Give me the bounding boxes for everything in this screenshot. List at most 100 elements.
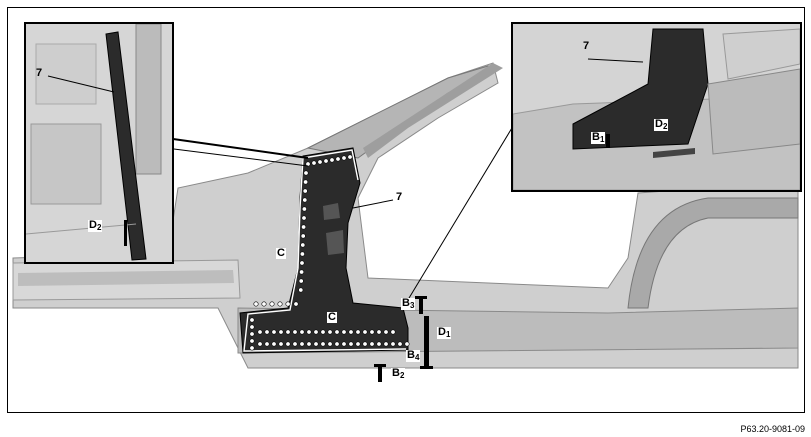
spot-weld-point	[299, 329, 305, 335]
spot-weld-point	[285, 301, 291, 307]
spot-weld-point	[277, 301, 283, 307]
weld-seam-c-upper	[243, 149, 407, 352]
label-d2-left: D2	[88, 219, 103, 232]
spot-weld-point	[300, 242, 306, 248]
label-d1: D1	[437, 326, 452, 339]
spot-weld-point	[305, 161, 311, 167]
front-rail	[18, 270, 234, 286]
vehicle-body-illustration	[12, 62, 799, 382]
spot-weld-point	[299, 269, 305, 275]
spot-weld-point	[348, 341, 354, 347]
spot-weld-point	[313, 341, 319, 347]
d2-bolt-left	[124, 220, 127, 246]
label-part-7-left-inset: 7	[36, 67, 43, 79]
screw-b3	[415, 296, 427, 314]
spot-weld-point	[264, 341, 270, 347]
detail-inset-right	[511, 22, 802, 192]
spot-weld-point	[327, 329, 333, 335]
spot-weld-point	[249, 338, 255, 344]
leader-left-inset-2	[165, 147, 309, 167]
spot-weld-point	[292, 341, 298, 347]
spot-weld-point	[376, 329, 382, 335]
spot-weld-point	[313, 329, 319, 335]
spot-weld-point	[334, 341, 340, 347]
spot-weld-point	[278, 341, 284, 347]
spot-weld-point	[303, 179, 309, 185]
spot-weld-point	[362, 329, 368, 335]
spot-weld-point	[404, 341, 410, 347]
spot-weld-point	[299, 260, 305, 266]
spot-weld-point	[390, 329, 396, 335]
leader-label-7	[352, 199, 394, 209]
spot-weld-point	[278, 329, 284, 335]
bolt-d1	[420, 316, 433, 369]
spot-weld-point	[311, 160, 317, 166]
spot-weld-point	[249, 331, 255, 337]
label-b4: B4	[406, 349, 421, 362]
leader-left-inset	[165, 137, 309, 159]
screw-b2	[374, 364, 386, 382]
spot-weld-point	[348, 329, 354, 335]
spot-weld-point	[383, 329, 389, 335]
spot-weld-point	[369, 341, 375, 347]
spot-weld-point	[303, 170, 309, 176]
spot-weld-point	[298, 278, 304, 284]
label-part-7-main: 7	[396, 191, 403, 203]
label-b1: B1	[591, 131, 606, 144]
spot-weld-point	[261, 301, 267, 307]
detail-inset-left	[24, 22, 174, 264]
spot-weld-point	[269, 301, 275, 307]
spot-weld-point	[376, 341, 382, 347]
leader-right-inset	[402, 117, 519, 309]
spot-weld-point	[299, 251, 305, 257]
spot-weld-point	[327, 341, 333, 347]
spot-weld-point	[300, 233, 306, 239]
spot-weld-point	[320, 329, 326, 335]
spot-weld-point	[390, 341, 396, 347]
spot-weld-point	[299, 341, 305, 347]
label-c-lower: C	[327, 311, 337, 323]
spot-weld-point	[298, 287, 304, 293]
spot-weld-point	[293, 301, 299, 307]
spot-weld-point	[249, 324, 255, 330]
spot-weld-point	[292, 329, 298, 335]
spot-weld-point	[383, 341, 389, 347]
spot-weld-point	[355, 341, 361, 347]
spot-weld-point	[301, 224, 307, 230]
pillar-lower-cutout	[326, 230, 344, 255]
spot-weld-point	[306, 329, 312, 335]
label-d2-right: D2	[654, 118, 669, 131]
spot-weld-point	[362, 341, 368, 347]
spot-weld-point	[355, 329, 361, 335]
label-part-7-right-inset: 7	[583, 40, 590, 52]
spot-weld-point	[334, 329, 340, 335]
spot-weld-point	[306, 341, 312, 347]
spot-weld-point	[285, 329, 291, 335]
spot-weld-point	[271, 329, 277, 335]
spot-weld-point	[317, 159, 323, 165]
spot-weld-point	[249, 317, 255, 323]
spot-weld-point	[301, 206, 307, 212]
pillar-window-cutout	[323, 203, 340, 220]
roof-edge	[363, 63, 503, 158]
spot-weld-point	[329, 157, 335, 163]
spot-welds	[249, 154, 410, 351]
spot-weld-point	[257, 341, 263, 347]
spot-weld-point	[301, 215, 307, 221]
figure-reference-code: P63.20-9081-09	[740, 424, 805, 434]
spot-weld-point	[320, 341, 326, 347]
spot-weld-point	[397, 341, 403, 347]
rear-wheel-arch	[627, 197, 799, 309]
label-c-upper: C	[276, 247, 286, 259]
spot-weld-point	[335, 156, 341, 162]
spot-weld-point	[285, 341, 291, 347]
spot-weld-point	[253, 301, 259, 307]
spot-weld-point	[323, 158, 329, 164]
spot-weld-point	[249, 345, 255, 351]
label-b3: B3	[401, 297, 416, 310]
b1-screw-inset	[606, 134, 610, 148]
spot-weld-point	[271, 341, 277, 347]
spot-weld-point	[347, 154, 353, 160]
spot-weld-point	[257, 329, 263, 335]
spot-weld-point	[264, 329, 270, 335]
